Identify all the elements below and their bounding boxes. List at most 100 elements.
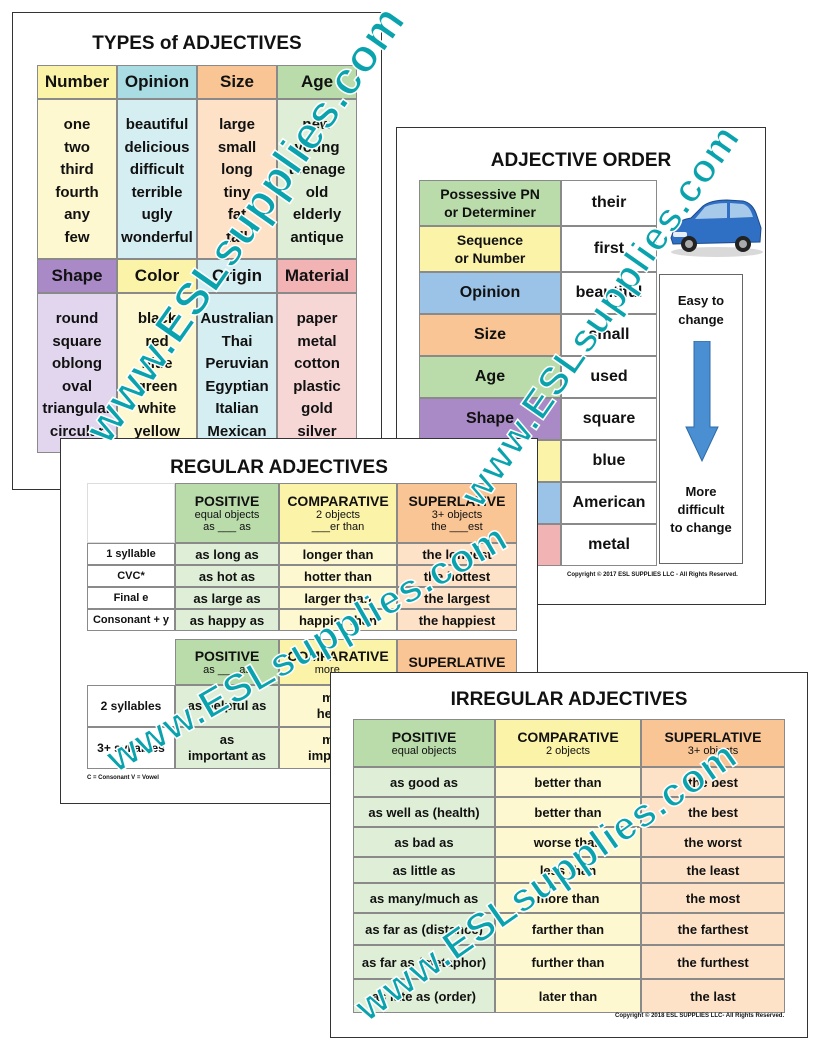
- types-word: any: [64, 206, 90, 223]
- regular-head2-name: POSITIVE: [194, 648, 260, 664]
- irregular-cell-1: worse than: [495, 827, 641, 857]
- types-word: paper: [296, 310, 338, 327]
- types-word: gold: [301, 400, 333, 417]
- irregular-cell-2: the best: [641, 797, 785, 827]
- types-word: antique: [290, 228, 344, 246]
- order-label-3: Size: [419, 314, 561, 356]
- types-word: Mexican: [207, 422, 267, 440]
- regular-cell-sup: the happiest: [397, 609, 517, 631]
- types-word: red: [145, 332, 169, 350]
- regular-cell-pos: as large as: [175, 587, 279, 609]
- irregular-cell-2: the least: [641, 857, 785, 883]
- types-word: ugly: [141, 206, 173, 223]
- regular-head-sub2: as ___ as: [203, 521, 251, 533]
- types-word: Australian: [200, 310, 274, 327]
- irregular-copyright: Copyright © 2018 ESL SUPPLIES LLC- All R…: [615, 1013, 785, 1019]
- types-word: young: [294, 138, 340, 156]
- regular-title: REGULAR ADJECTIVES: [170, 457, 388, 478]
- regular-cell-sup: the hottest: [397, 565, 517, 587]
- regular-cell-sup: the largest: [397, 587, 517, 609]
- irregular-title: IRREGULAR ADJECTIVES: [450, 689, 688, 710]
- irregular-head-sub: 3+ objects: [687, 745, 739, 757]
- regular-row2-label-1: 3+ syllables: [87, 727, 175, 769]
- types-word: round: [55, 310, 99, 327]
- irregular-cell-2: the furthest: [641, 945, 785, 979]
- types-word: oblong: [52, 355, 102, 372]
- irregular-cell-1: farther than: [495, 913, 641, 945]
- down-arrow-icon: [685, 341, 719, 463]
- types-word: green: [136, 377, 178, 395]
- order-example-5: square: [561, 398, 657, 440]
- irregular-cell-1: further than: [495, 945, 641, 979]
- types-word: few: [64, 228, 90, 246]
- irregular-cell-0: as far as (distance): [353, 913, 495, 945]
- irregular-cell-1: later than: [495, 979, 641, 1013]
- irregular-head-name: COMPARATIVE: [517, 729, 619, 745]
- types-word: silver: [297, 422, 337, 440]
- regular-head2-name: SUPERLATIVE: [408, 654, 506, 670]
- order-copyright: Copyright © 2017 ESL SUPPLIES LLC - All …: [567, 572, 738, 578]
- types-word: Peruvian: [205, 355, 269, 372]
- regular-row-label-2: Final e: [87, 587, 175, 609]
- change-box: Easy to change More difficult to change: [659, 274, 743, 564]
- types-word: small: [217, 138, 257, 156]
- regular-row-label-3: Consonant + y: [87, 609, 175, 631]
- regular-cell-comp: longer than: [279, 543, 397, 565]
- types-header-b-3: Material: [277, 259, 357, 293]
- types-word: black: [137, 310, 177, 327]
- regular-cell-comp: larger than: [279, 587, 397, 609]
- regular-head-name: COMPARATIVE: [287, 493, 389, 509]
- regular-cell-pos: as hot as: [175, 565, 279, 587]
- types-word: cotton: [294, 355, 340, 372]
- regular-row2-pos: as important as: [175, 727, 279, 769]
- types-word: tiny: [223, 183, 251, 201]
- irregular-head-name: POSITIVE: [391, 729, 457, 745]
- regular-row2-pos: as helpful as: [175, 685, 279, 727]
- irregular-cell-1: more than: [495, 883, 641, 913]
- irregular-head-sub: 2 objects: [545, 745, 591, 757]
- regular-head-sub1: 2 objects: [315, 509, 361, 521]
- types-word: delicious: [124, 138, 190, 156]
- regular-head2-sub: as ___ as: [203, 664, 251, 676]
- order-example-1: first: [561, 226, 657, 272]
- irregular-cell-1: better than: [495, 767, 641, 797]
- order-label-4: Age: [419, 356, 561, 398]
- types-word: terrible: [131, 183, 183, 201]
- irregular-head-sub: equal objects: [391, 745, 457, 757]
- types-header-1: Opinion: [117, 65, 197, 99]
- order-example-3: small: [561, 314, 657, 356]
- types-word: large: [219, 116, 255, 133]
- types-word: Egyptian: [205, 377, 269, 395]
- irregular-head-name: SUPERLATIVE: [664, 729, 762, 745]
- order-label-1: Sequence or Number: [419, 226, 561, 272]
- types-title: TYPES of ADJECTIVES: [92, 33, 302, 54]
- types-header-b-2: Origin: [197, 259, 277, 293]
- order-example-0: their: [561, 180, 657, 226]
- types-word: triangular: [42, 400, 112, 417]
- regular-head2-name: COMPARATIVE: [287, 648, 389, 664]
- regular-head-name: SUPERLATIVE: [408, 493, 506, 509]
- order-example-2: beautiful: [561, 272, 657, 314]
- irregular-cell-2: the most: [641, 883, 785, 913]
- types-word: fourth: [55, 183, 99, 201]
- irregular-cell-2: the farthest: [641, 913, 785, 945]
- easy-to-change-label: Easy to change: [677, 293, 725, 327]
- types-word: blue: [141, 355, 173, 372]
- irregular-cell-0: as little as: [353, 857, 495, 883]
- types-header-b-1: Color: [117, 259, 197, 293]
- order-title: ADJECTIVE ORDER: [490, 150, 672, 171]
- types-word: two: [64, 138, 90, 156]
- order-example-4: used: [561, 356, 657, 398]
- order-example-7: American: [561, 482, 657, 524]
- regular-corner: [87, 483, 175, 543]
- types-header-3: Age: [277, 65, 357, 99]
- order-example-8: metal: [561, 524, 657, 566]
